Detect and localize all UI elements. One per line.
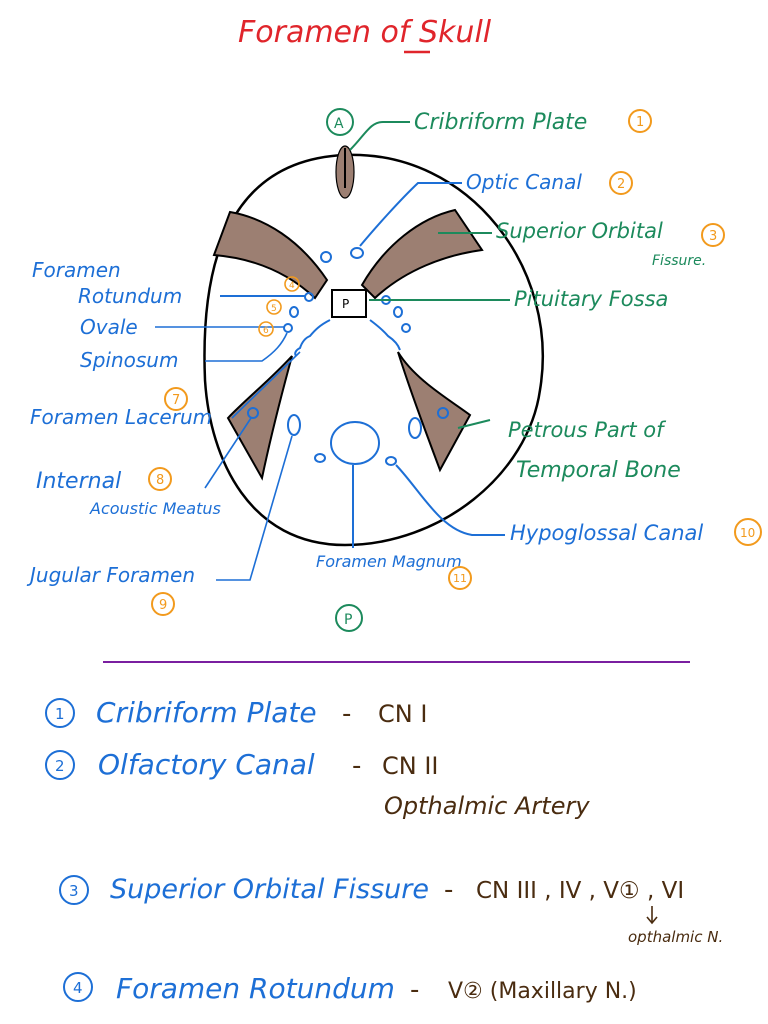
label-pituitary-fossa: Pituitary Fossa bbox=[514, 287, 668, 311]
skull-outline bbox=[203, 153, 545, 547]
note-2-name: Olfactory Canal bbox=[98, 748, 315, 781]
anterior-letter: A bbox=[334, 116, 344, 132]
note-3-name: Superior Orbital Fissure bbox=[110, 874, 429, 905]
left-lesser-wing bbox=[212, 210, 329, 300]
label-jugular: Jugular Foramen bbox=[26, 563, 195, 587]
badge-5: 5 bbox=[266, 299, 282, 315]
hypoglossal-leader bbox=[395, 464, 505, 536]
badge-11: 11 bbox=[448, 566, 472, 590]
note-2-dash: - bbox=[352, 751, 361, 781]
note-3-dash: - bbox=[444, 875, 453, 905]
internal-acoustic-hole bbox=[247, 407, 259, 419]
svg-text:4: 4 bbox=[289, 281, 295, 291]
note-1-dash: - bbox=[342, 699, 351, 729]
svg-text:3: 3 bbox=[709, 229, 717, 244]
left-petrous-part bbox=[226, 355, 293, 481]
right-internal-acoustic-hole bbox=[437, 407, 449, 419]
foramen-magnum-hole bbox=[330, 421, 380, 465]
svg-text:1: 1 bbox=[55, 705, 65, 723]
note-4-nerve: V② (Maxillary N.) bbox=[448, 979, 637, 1004]
label-ovale: Ovale bbox=[80, 315, 138, 339]
svg-text:1: 1 bbox=[636, 115, 644, 130]
label-superior-orbital-2: Fissure. bbox=[652, 253, 706, 269]
svg-text:2: 2 bbox=[617, 177, 625, 192]
page-title: Foramen of Skull bbox=[238, 15, 492, 50]
note-3-extra: opthalmic N. bbox=[628, 928, 723, 946]
note-4: 4 Foramen Rotundum - V② (Maxillary N.) bbox=[63, 972, 637, 1005]
label-spinosum: Spinosum bbox=[80, 348, 178, 372]
note-2: 2 Olfactory Canal - CN II Opthalmic Arte… bbox=[45, 748, 590, 820]
label-foramen-magnum: Foramen Magnum bbox=[316, 552, 462, 571]
badge-2: 2 bbox=[609, 171, 633, 195]
note-3-arrow-head bbox=[646, 916, 658, 925]
label-optic-canal: Optic Canal bbox=[466, 170, 582, 194]
note-3: 3 Superior Orbital Fissure - CN III , IV… bbox=[59, 874, 723, 946]
internal-acoustic-leader bbox=[204, 417, 252, 489]
label-internal: Internal bbox=[36, 469, 121, 494]
label-rotundum: Rotundum bbox=[78, 284, 182, 308]
note-1: 1 Cribriform Plate - CN I bbox=[45, 696, 427, 729]
lacerum-leader bbox=[231, 351, 301, 419]
optic-canal-hole-left bbox=[320, 251, 332, 263]
label-internal-2: Acoustic Meatus bbox=[89, 499, 221, 518]
optic-leader bbox=[359, 182, 462, 247]
svg-text:8: 8 bbox=[156, 473, 164, 488]
svg-text:10: 10 bbox=[740, 526, 755, 540]
badge-1: 1 bbox=[628, 109, 652, 133]
cribriform-leader bbox=[349, 121, 410, 151]
note-2-extra: Opthalmic Artery bbox=[384, 792, 590, 820]
svg-text:2: 2 bbox=[55, 757, 65, 775]
svg-text:9: 9 bbox=[159, 598, 167, 613]
posterior-letter: P bbox=[344, 612, 352, 628]
svg-text:11: 11 bbox=[453, 572, 467, 585]
jugular-foramen-hole bbox=[287, 414, 301, 436]
note-1-nerve: CN I bbox=[378, 700, 427, 728]
note-4-dash: - bbox=[410, 975, 419, 1005]
svg-text:3: 3 bbox=[69, 882, 79, 900]
left-lacerum-edge bbox=[294, 319, 331, 357]
badge-9: 9 bbox=[151, 592, 175, 616]
badge-4: 4 bbox=[284, 276, 300, 292]
svg-text:7: 7 bbox=[172, 393, 180, 408]
note-1-name: Cribriform Plate bbox=[96, 696, 317, 729]
posterior-marker bbox=[335, 604, 363, 632]
right-petrous-part bbox=[397, 351, 472, 473]
badge-10: 10 bbox=[734, 518, 762, 546]
svg-text:4: 4 bbox=[73, 979, 83, 997]
label-petrous-1: Petrous Part of bbox=[508, 418, 667, 442]
right-jugular-foramen-hole bbox=[408, 417, 422, 439]
right-lacerum-edge bbox=[369, 319, 401, 351]
spinosum-hole bbox=[283, 323, 293, 333]
label-cribriform-plate: Cribriform Plate bbox=[414, 110, 587, 135]
pituitary-fossa-box bbox=[331, 289, 367, 318]
label-foramen: Foramen bbox=[32, 258, 121, 282]
label-hypoglossal: Hypoglossal Canal bbox=[510, 521, 703, 545]
label-superior-orbital: Superior Orbital bbox=[496, 219, 663, 243]
hypoglossal-hole bbox=[385, 456, 397, 466]
svg-text:5: 5 bbox=[271, 304, 277, 314]
note-2-nerve: CN II bbox=[382, 752, 439, 780]
hypoglossal-hole-left bbox=[314, 453, 326, 463]
badge-7: 7 bbox=[164, 387, 188, 411]
spinosum-leader bbox=[205, 332, 288, 362]
rotundum-hole bbox=[304, 292, 314, 302]
note-3-nerve: CN III , IV , V① , VI bbox=[476, 878, 684, 904]
badge-8: 8 bbox=[148, 467, 172, 491]
jugular-leader bbox=[216, 435, 293, 581]
anterior-marker bbox=[326, 108, 354, 136]
right-spinosum-hole bbox=[401, 323, 411, 333]
ovale-hole bbox=[289, 306, 299, 318]
note-4-name: Foramen Rotundum bbox=[116, 972, 395, 1005]
label-foramen-lacerum: Foramen Lacerum bbox=[30, 405, 212, 429]
badge-6: 6 bbox=[258, 321, 274, 337]
badge-3: 3 bbox=[701, 223, 725, 247]
petrous-leader bbox=[457, 419, 491, 429]
label-petrous-2: Temporal Bone bbox=[516, 458, 681, 483]
right-ovale-hole bbox=[393, 306, 403, 318]
svg-text:6: 6 bbox=[263, 326, 269, 336]
pituitary-label: P bbox=[342, 297, 349, 311]
optic-canal-hole bbox=[350, 247, 364, 259]
